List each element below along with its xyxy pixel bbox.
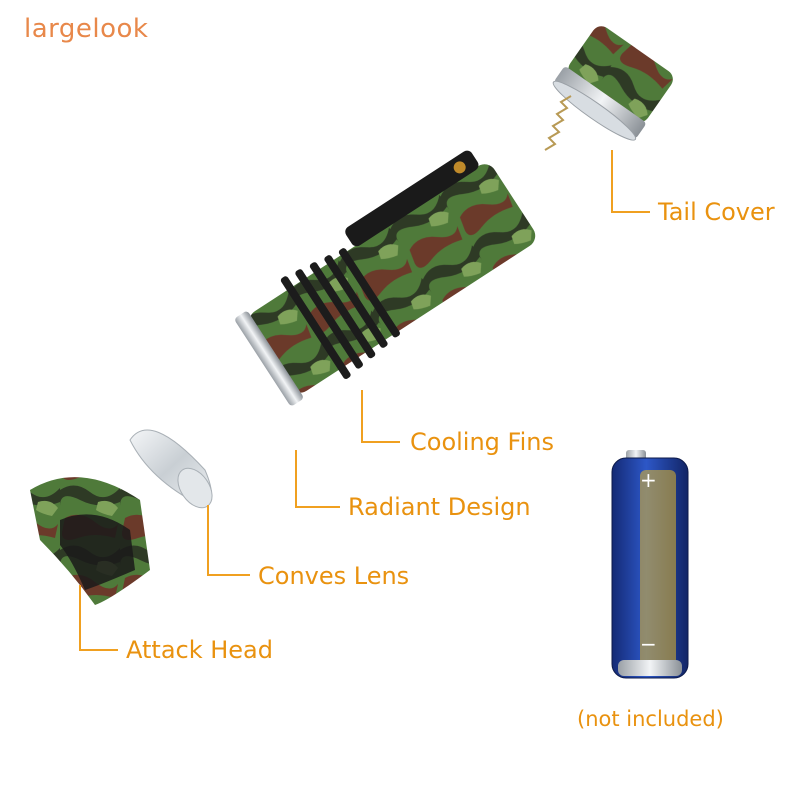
attack-head-part xyxy=(30,477,150,605)
callout-leader-lines xyxy=(79,150,650,651)
attack-head-label: Attack Head xyxy=(126,636,273,664)
cooling-fins-label: Cooling Fins xyxy=(410,428,554,456)
flashlight-body xyxy=(235,150,536,406)
battery-minus-sign: − xyxy=(640,632,657,656)
radiant-design-label: Radiant Design xyxy=(348,493,531,521)
spring-part xyxy=(544,95,572,151)
convex-lens-part xyxy=(129,429,213,509)
brand-logo-text: largelook xyxy=(24,14,149,44)
tail-cover-label: Tail Cover xyxy=(658,198,775,226)
aa-battery-image xyxy=(611,450,689,679)
conves-lens-label: Conves Lens xyxy=(258,562,410,590)
battery-plus-sign: + xyxy=(640,468,657,492)
battery-not-included-note: (not included) xyxy=(577,707,724,731)
tail-cover-part xyxy=(552,26,673,141)
